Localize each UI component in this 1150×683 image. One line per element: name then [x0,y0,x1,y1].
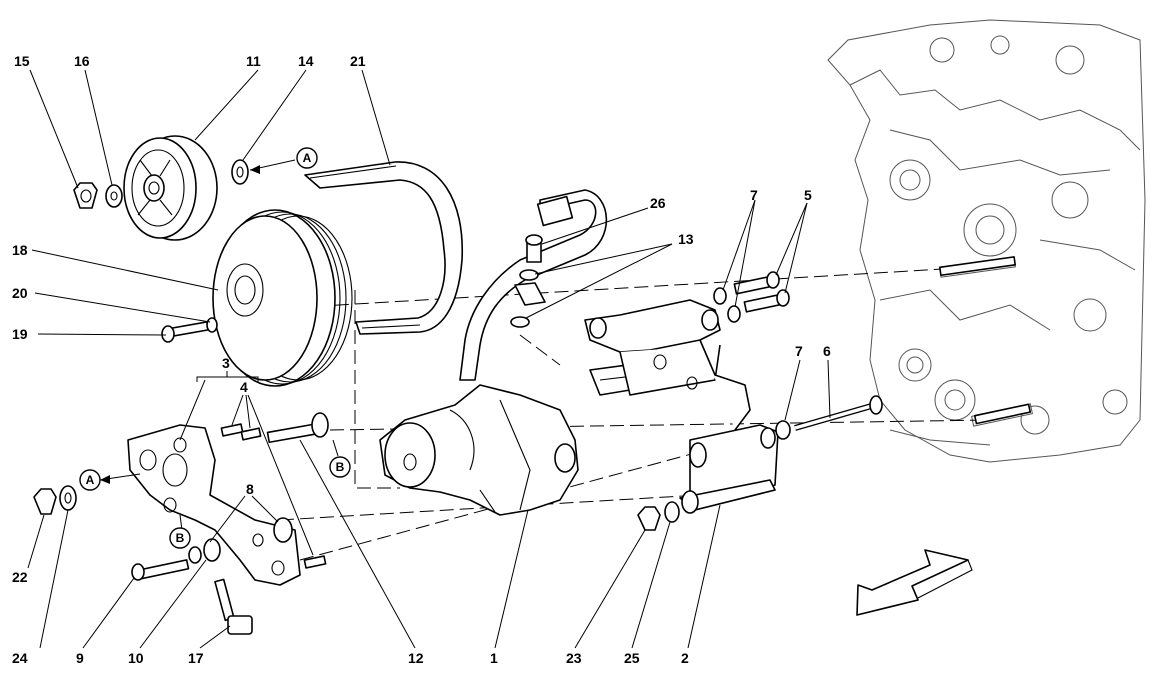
leader-lines [27,69,831,649]
lower-bracket [679,424,779,514]
part-label-22: 22 [12,569,28,585]
callout-letter: A [303,151,312,165]
part-label-1: 1 [490,650,498,666]
part-label-19: 19 [12,326,28,342]
banjo-bolt-fitting [510,234,546,328]
idler-pulley [123,135,218,241]
part-label-8: 8 [246,481,254,497]
part-label-17: 17 [188,650,204,666]
part-label-9: 9 [76,650,84,666]
callout-b-right: B [329,439,351,478]
part-label-3: 3 [222,355,230,371]
part-label-13: 13 [678,231,694,247]
upper-bracket [584,299,751,431]
pulley-bolt [161,317,218,343]
part-label-14: 14 [298,53,314,69]
steering-pump [379,384,579,516]
part-label-10: 10 [128,650,144,666]
callout-a-bottom: A [79,469,141,491]
callout-letter: A [86,473,95,487]
part-label-23: 23 [566,650,582,666]
part-label-12: 12 [408,650,424,666]
part-label-4: 4 [240,379,248,395]
callout-b-left: B [169,514,191,549]
assembly-center-lines [254,267,991,561]
part-label-5: 5 [804,187,812,203]
callout-letter: B [336,460,345,474]
part-label-24: 24 [12,650,28,666]
callout-letter: B [176,531,185,545]
part-label-18: 18 [12,242,28,258]
part-label-16: 16 [74,53,90,69]
drive-belt [304,161,463,335]
part-label-25: 25 [624,650,640,666]
part-label-15: 15 [14,53,30,69]
direction-arrow [856,549,973,616]
part-labels: 15 16 11 14 21 18 20 19 3 4 26 13 7 5 7 … [12,53,831,666]
part-label-7-top: 7 [750,187,758,203]
part-label-11: 11 [246,53,261,69]
part-label-26: 26 [650,195,666,211]
callout-a-top: A [249,147,318,174]
part-label-6: 6 [823,343,831,359]
part-label-2: 2 [681,650,689,666]
part-label-21: 21 [350,53,366,69]
pulley-nut-and-washer [73,159,249,209]
part-label-20: 20 [12,285,28,301]
rear-bracket [127,424,301,586]
part-label-7-side: 7 [795,343,803,359]
crank-pulley [212,209,353,387]
engine-block [827,19,1146,463]
